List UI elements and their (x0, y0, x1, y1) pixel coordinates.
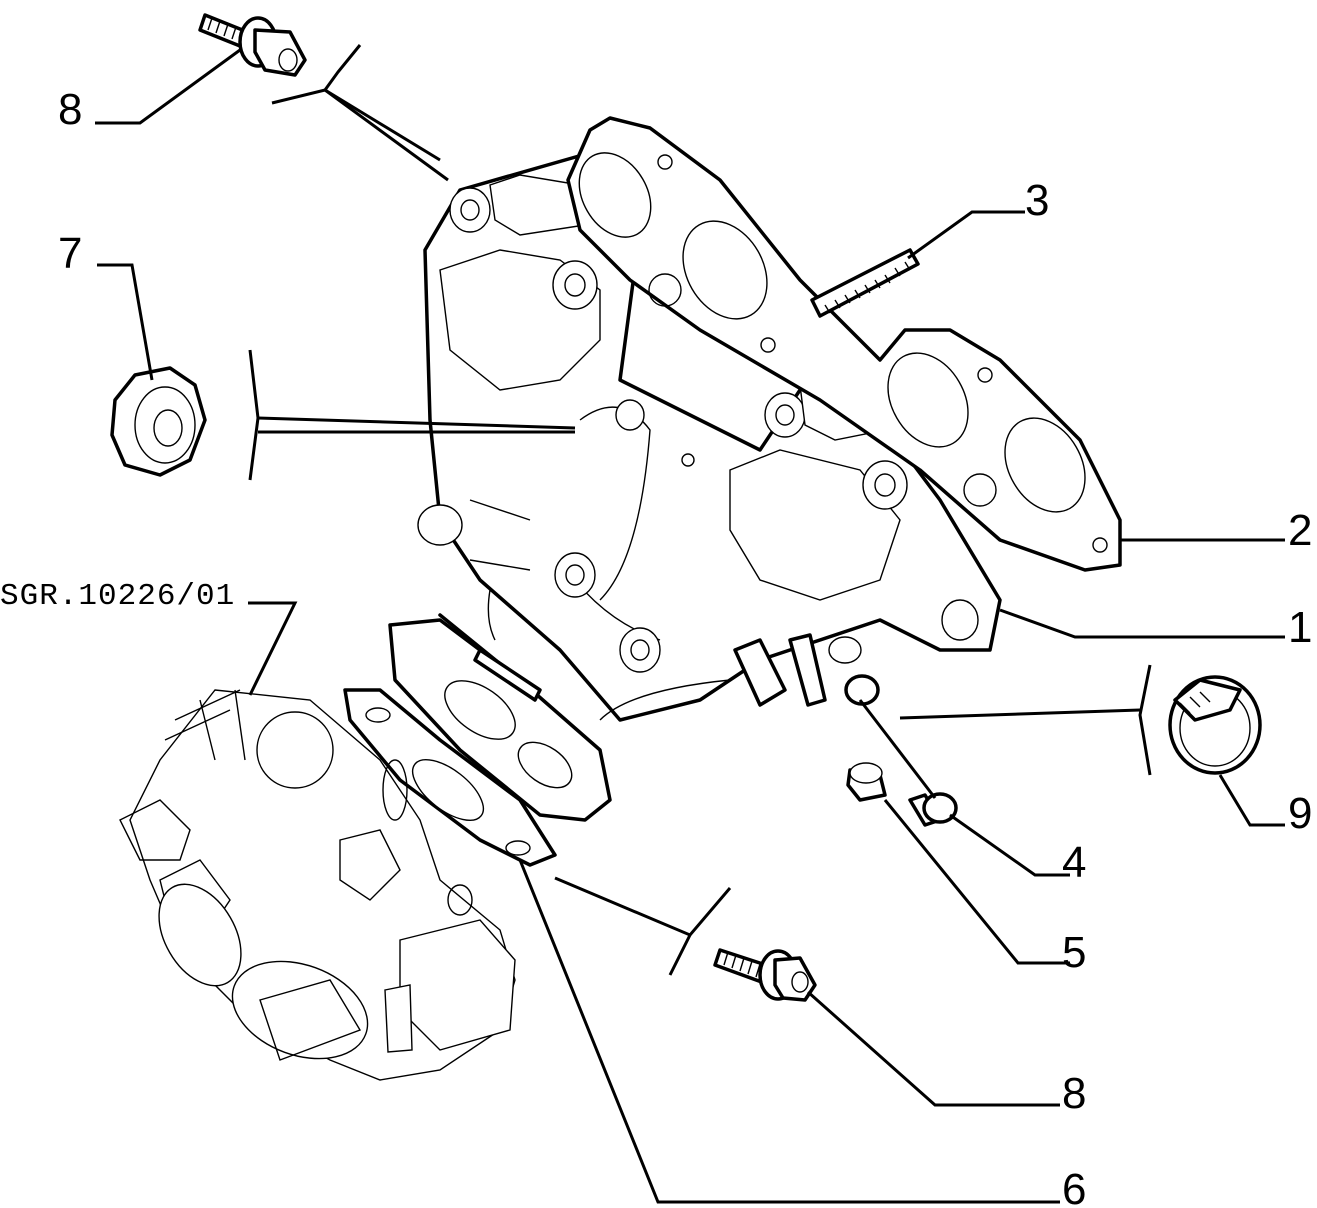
callout-7: 7 (58, 229, 82, 278)
screw-bottom (713, 948, 817, 1002)
callout-8-top: 8 (58, 85, 82, 134)
callout-1: 1 (1288, 603, 1312, 652)
callout-8-bottom: 8 (1062, 1069, 1086, 1118)
callout-6: 6 (1062, 1165, 1086, 1208)
callout-5: 5 (1062, 928, 1086, 977)
nut (110, 366, 207, 477)
plugs (733, 633, 958, 827)
callout-9: 9 (1288, 789, 1312, 838)
labels: 8 7 3 2 1 9 4 5 8 6 SGR.10226/01 (0, 85, 1312, 1208)
reference-code: SGR.10226/01 (0, 579, 235, 614)
flange-gasket (343, 589, 612, 867)
screw-top (198, 13, 307, 77)
stud (810, 248, 920, 318)
callout-2: 2 (1288, 506, 1312, 555)
leader-lines (95, 44, 1285, 1204)
hose-clamp (1168, 675, 1262, 775)
callout-4: 4 (1062, 838, 1086, 887)
throttle-body-reference (119, 689, 516, 1081)
manifold-gaskets (566, 116, 1122, 572)
callout-3: 3 (1025, 176, 1049, 225)
